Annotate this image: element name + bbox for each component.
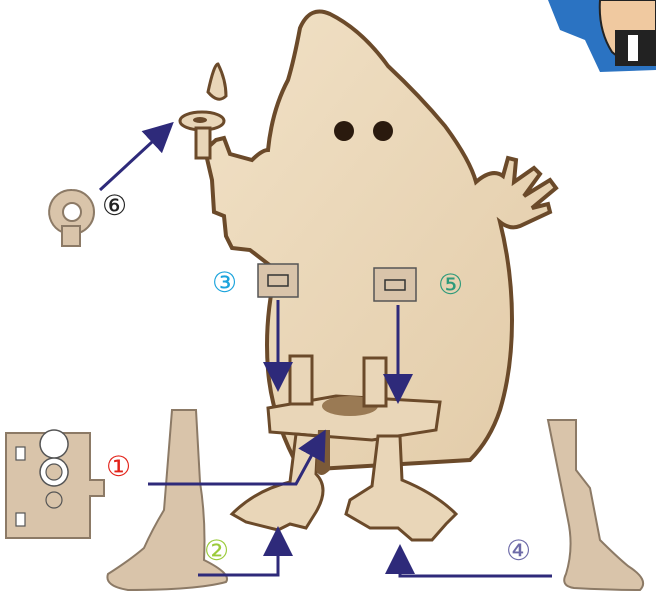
base-plate-assembled (266, 354, 442, 442)
corner-illustration (548, 0, 656, 72)
label-3: ③ (212, 266, 237, 299)
arrow-6 (98, 121, 174, 192)
part-5-plate (373, 267, 417, 302)
part-3-plate (257, 263, 299, 298)
part-6-ring (48, 188, 95, 247)
arrow-4 (385, 544, 552, 578)
arrow-2 (198, 526, 293, 577)
right-eye (373, 121, 393, 141)
label-5: ⑤ (438, 268, 463, 301)
arrows (98, 121, 552, 578)
label-2: ② (204, 534, 229, 567)
label-1: ① (106, 450, 131, 483)
part-1-plate (5, 429, 105, 539)
label-6: ⑥ (102, 189, 127, 222)
candle (178, 62, 228, 160)
label-4: ④ (506, 534, 531, 567)
arrow-1 (148, 429, 326, 486)
left-eye (334, 121, 354, 141)
part-4-leg (546, 419, 644, 592)
part-2-leg (106, 409, 228, 592)
